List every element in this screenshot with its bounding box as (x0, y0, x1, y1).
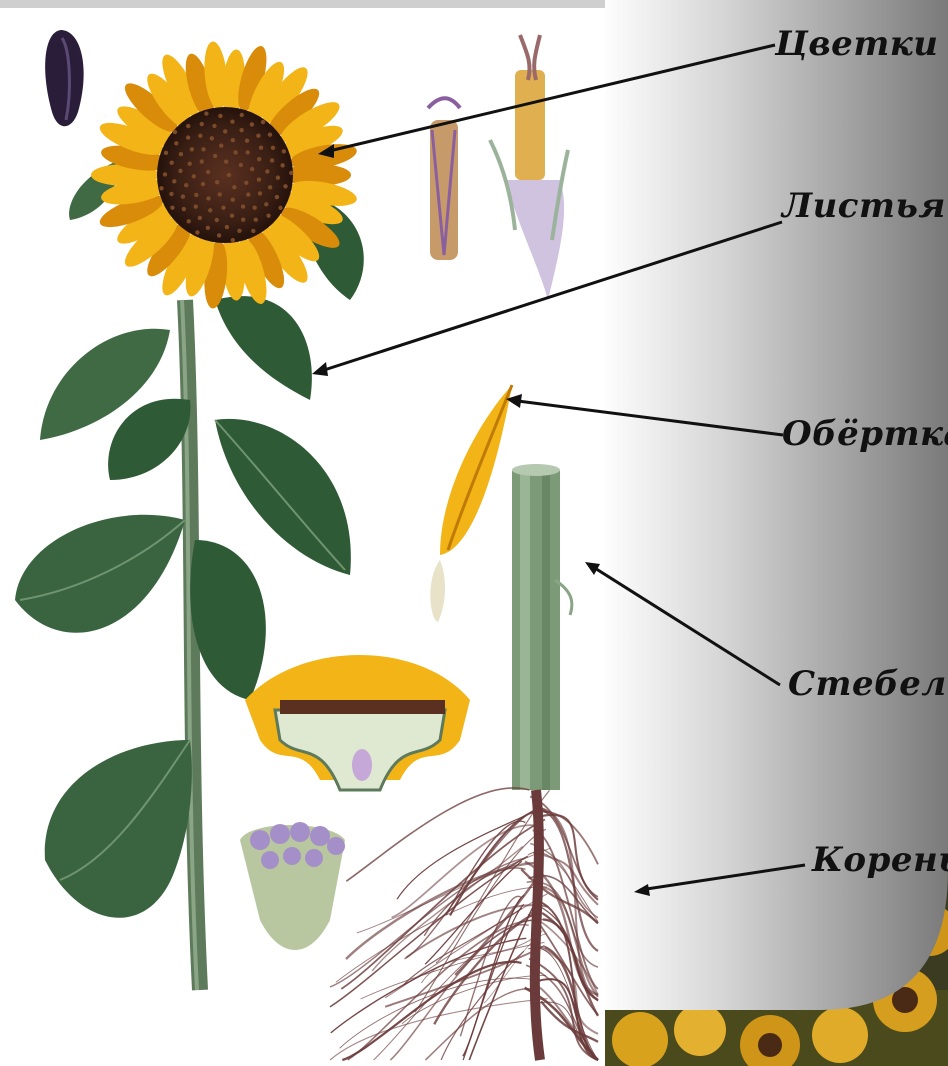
disc-seed-dot (266, 213, 270, 217)
disc-seed-dot (227, 173, 231, 177)
disc-seed-dot (178, 169, 182, 173)
disc-seed-dot (258, 191, 262, 195)
disc-seed-dot (215, 180, 219, 184)
disc-seed-dot (231, 238, 235, 242)
disc-seed-dot (224, 160, 228, 164)
disc-seed-dot (192, 174, 196, 178)
disc-seed-dot (172, 179, 176, 183)
disc-seed-dot (169, 161, 173, 165)
disc-seed-dot (240, 113, 244, 117)
disc-seed-dot (276, 176, 280, 180)
disc-seed-dot (251, 229, 255, 233)
disc-seed-dot (275, 195, 279, 199)
disc-seed-dot (257, 177, 261, 181)
disc-seed-dot (186, 124, 190, 128)
disc-seed-dot (223, 129, 227, 133)
disc-seed-dot (278, 206, 282, 210)
disc-seed-dot (212, 124, 216, 128)
disc-seed-dot (230, 214, 234, 218)
disc-seed-dot (246, 192, 250, 196)
disc-seed-dot (254, 217, 258, 221)
disc-seed-dot (206, 170, 210, 174)
disc-seed-dot (241, 218, 245, 222)
disc-seed-dot (239, 163, 243, 167)
disc-seed-dot (261, 120, 265, 124)
disc-seed-dot (245, 150, 249, 154)
disc-seed-dot (221, 206, 225, 210)
disc-seed-dot (210, 136, 214, 140)
disc-seed-dot (259, 145, 263, 149)
disc-seed-dot (250, 122, 254, 126)
disc-seed-dot (169, 192, 173, 196)
disc-seed-dot (204, 111, 208, 115)
disc-seed-dot (215, 218, 219, 222)
disc-seed-dot (198, 216, 202, 220)
disc-seed-dot (225, 225, 229, 229)
disc-seed-dot (179, 152, 183, 156)
disc-seed-dot (163, 172, 167, 176)
disc-seed-dot (208, 208, 212, 212)
disc-seed-dot (218, 192, 222, 196)
disc-seed-dot (159, 186, 163, 190)
disc-seed-dot (201, 182, 205, 186)
disc-seed-dot (283, 184, 287, 188)
disc-seed-dot (201, 147, 205, 151)
disc-seed-dot (268, 185, 272, 189)
disc-seed-dot (270, 158, 274, 162)
disc-seed-dot (164, 151, 168, 155)
disc-seed-dot (289, 171, 293, 175)
disc-seed-dot (250, 167, 254, 171)
label-root: Корень. (812, 840, 948, 880)
disc-seed-dot (206, 226, 210, 230)
disc-seed-dot (200, 122, 204, 126)
disc-seed-dot (200, 159, 204, 163)
disc-seed-dot (268, 132, 272, 136)
disc-seed-dot (271, 146, 275, 150)
disc-seed-dot (218, 114, 222, 118)
disc-seed-dot (188, 162, 192, 166)
label-involucre: Обёртка (782, 414, 948, 454)
disc-seed-dot (232, 185, 236, 189)
disc-seed-dot (264, 202, 268, 206)
disc-seed-dot (280, 163, 284, 167)
label-stem: Стебель. (788, 664, 948, 704)
disc-seed-dot (239, 128, 243, 132)
disc-seed-dot (170, 206, 174, 210)
disc-seed-dot (282, 149, 286, 153)
disc-seed-dot (252, 205, 256, 209)
disc-seed-dot (237, 229, 241, 233)
disc-seed-dot (194, 193, 198, 197)
disc-seed-dot (257, 157, 261, 161)
label-leaves: Листья. (782, 186, 948, 226)
flower-disc (157, 107, 293, 243)
disc-seed-dot (256, 134, 260, 138)
disc-seed-dot (217, 233, 221, 237)
disc-seed-dot (230, 119, 234, 123)
disc-seed-dot (187, 219, 191, 223)
disc-seed-dot (184, 183, 188, 187)
disc-seed-dot (186, 135, 190, 139)
disc-seed-dot (244, 181, 248, 185)
disc-seed-dot (206, 196, 210, 200)
disc-seed-dot (174, 141, 178, 145)
disc-seed-dot (213, 154, 217, 158)
disc-seed-dot (245, 139, 249, 143)
disc-seed-dot (198, 134, 202, 138)
disc-seed-dot (233, 150, 237, 154)
disc-seed-dot (231, 198, 235, 202)
label-flowers: Цветки (775, 24, 939, 64)
disc-seed-dot (219, 143, 223, 147)
disc-seed-dot (181, 194, 185, 198)
disc-seed-dot (190, 147, 194, 151)
disc-seed-dot (173, 130, 177, 134)
disc-seed-dot (265, 169, 269, 173)
disc-seed-dot (241, 204, 245, 208)
disc-seed-dot (182, 207, 186, 211)
disc-seed-dot (231, 138, 235, 142)
disc-seed-dot (195, 230, 199, 234)
disc-seed-dot (194, 204, 198, 208)
